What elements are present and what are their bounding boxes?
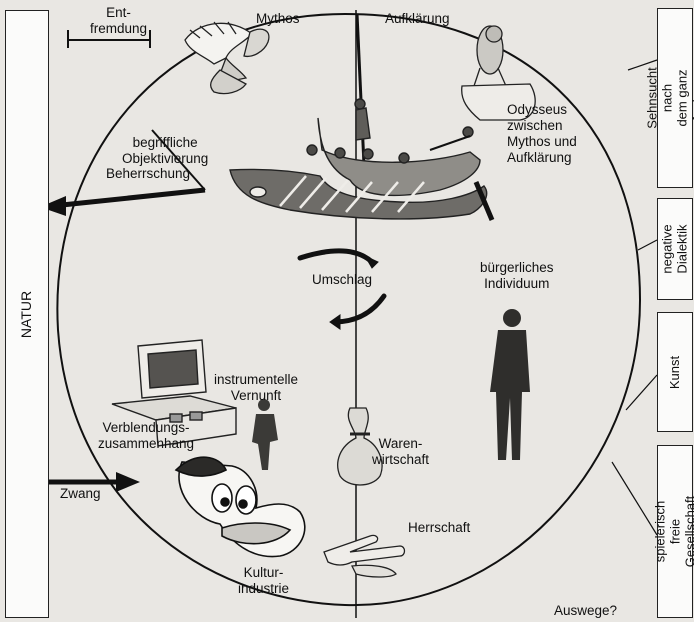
- zwang-label: Zwang: [60, 486, 101, 502]
- auswege-label: Auswege?: [554, 603, 617, 619]
- buergerliches-individuum-label: bürgerliches Individuum: [480, 260, 554, 292]
- kunst-label: Kunst: [668, 355, 683, 388]
- beherrschung-label: Beherrschung: [106, 166, 190, 182]
- right-box-gesellschaft: spielerisch freie Gesellschaft: [657, 445, 693, 618]
- gesellschaft-label: spielerisch freie Gesellschaft: [653, 496, 694, 568]
- negative-dialektik-label: negative Dialektik: [660, 224, 690, 273]
- person-silhouette-icon: [490, 309, 530, 460]
- mythos-label: Mythos: [256, 11, 300, 27]
- warenwirtschaft-label: Waren- wirtschaft: [372, 436, 429, 468]
- right-box-kunst: Kunst: [657, 312, 693, 432]
- small-figure-icon: [252, 399, 278, 470]
- right-box-negative-dialektik: negative Dialektik: [657, 198, 693, 300]
- herrschaft-label: Herrschaft: [408, 520, 470, 536]
- pointing-hand-icon: [324, 535, 405, 577]
- instrumentelle-vernunft-label: instrumentelle Vernunft: [214, 372, 298, 404]
- begriffliche-objektivierung-label: begriffliche Objektivierung: [122, 135, 208, 167]
- natur-box: NATUR: [5, 10, 49, 618]
- entfremdung-label: Ent- fremdung: [90, 5, 147, 37]
- umschlag-label: Umschlag: [312, 272, 372, 288]
- kulturindustrie-label: Kultur- industrie: [238, 565, 289, 597]
- natur-label: NATUR: [20, 290, 35, 337]
- right-connector-lines: [612, 60, 657, 535]
- eagle-mythos-icon: [185, 22, 269, 94]
- verblendungszusammenhang-label: Verblendungs- zusammenhang: [98, 420, 194, 452]
- duck-face-icon: [176, 457, 305, 556]
- aufklaerung-label: Aufklärung: [385, 11, 450, 27]
- odysseus-label: Odysseus zwischen Mythos und Aufklärung: [507, 102, 577, 166]
- sehnsucht-label: Sehnsucht nach dem ganz Anderen: [645, 67, 694, 128]
- ship-odysseus-icon: [230, 14, 492, 220]
- right-box-sehnsucht: Sehnsucht nach dem ganz Anderen: [657, 8, 693, 188]
- umschlag-arrows: [300, 251, 384, 329]
